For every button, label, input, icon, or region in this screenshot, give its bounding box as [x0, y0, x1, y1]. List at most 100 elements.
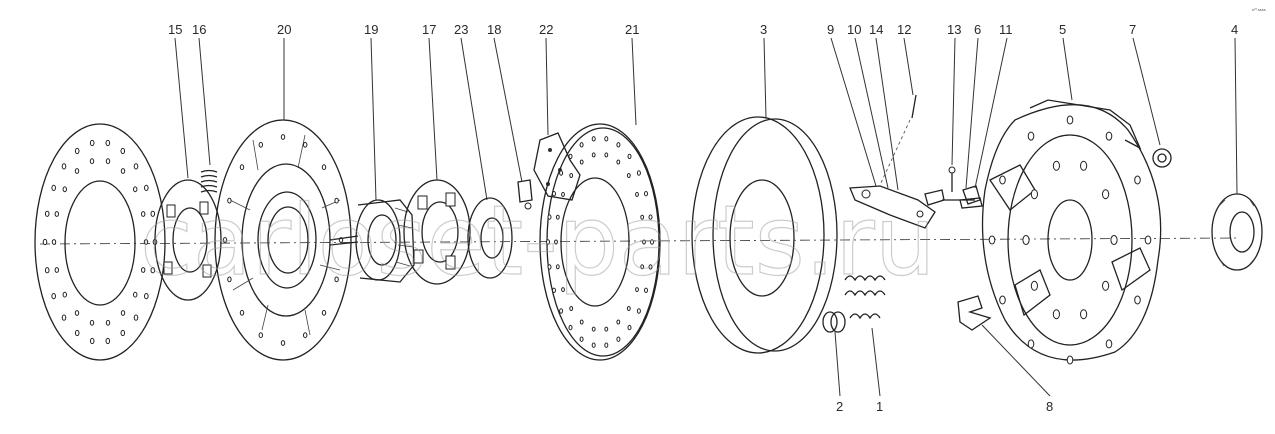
rivet-hole: [636, 308, 641, 314]
label-4: 4: [1231, 22, 1238, 37]
rivet-hole: [89, 319, 95, 326]
rivet-hole: [141, 211, 146, 217]
cover-hole: [1027, 131, 1035, 141]
rivet-hole: [591, 152, 596, 158]
rivet-hole: [334, 276, 339, 283]
leader-lines: [174, 37, 1238, 397]
rivet-hole: [74, 329, 80, 337]
rivet-hole: [334, 197, 339, 204]
rivet-hole: [568, 324, 573, 331]
rivet-hole: [105, 337, 111, 345]
rivet-hole: [51, 239, 57, 245]
cover-hole: [1066, 355, 1074, 365]
cover-hole: [999, 175, 1006, 185]
rivet-hole: [626, 306, 631, 311]
rivet-hole: [61, 314, 67, 321]
rivet-hole: [227, 197, 232, 204]
rivet-hole: [89, 158, 95, 165]
rivet-hole: [54, 267, 59, 273]
rivet-hole: [616, 336, 621, 342]
rivet-hole: [105, 319, 111, 326]
rivet-hole: [644, 287, 648, 293]
rivet-hole: [321, 309, 327, 316]
cover-hole: [1102, 189, 1110, 200]
rivet-hole: [321, 164, 327, 171]
rivet-hole: [105, 139, 111, 147]
rivet-hole: [44, 210, 50, 217]
rivet-hole: [616, 319, 621, 325]
cover-hole: [988, 235, 996, 245]
release-levers: [849, 94, 983, 229]
rivet-hole: [62, 186, 68, 193]
watermark: carloset-parts.ru: [140, 185, 936, 297]
cover-hole: [1144, 235, 1152, 245]
rivet-hole: [144, 293, 149, 300]
rivet-hole: [74, 147, 80, 155]
rivet-hole: [555, 214, 560, 220]
rivet-hole: [51, 184, 57, 191]
rivet-hole: [89, 139, 95, 147]
rivet-hole: [604, 342, 609, 348]
rivet-hole: [555, 264, 560, 270]
rivet-hole: [559, 170, 564, 176]
rivet-hole: [635, 287, 639, 293]
rivet-hole: [569, 306, 574, 311]
rivet-hole: [640, 214, 645, 220]
rivet-hole: [239, 309, 245, 316]
rivet-hole: [227, 276, 232, 283]
cover-hole: [1134, 295, 1141, 305]
damper-plate: [154, 179, 222, 301]
rivet-hole: [635, 191, 639, 197]
label-5: 5: [1059, 22, 1066, 37]
rivet-hole: [150, 210, 156, 217]
rivet-hole: [133, 291, 138, 298]
rivet-hole: [648, 264, 653, 270]
release-ring-4: [1211, 193, 1263, 271]
rivet-hole: [569, 173, 574, 178]
rivet-hole: [150, 267, 156, 274]
rivet-hole: [143, 239, 149, 245]
splined-hub-19: [329, 199, 415, 283]
label-18: 18: [487, 22, 501, 37]
cover-hole: [1110, 235, 1118, 245]
rivet-hole: [303, 332, 308, 339]
label-6: 6: [974, 22, 981, 37]
rivet-hole: [616, 142, 621, 148]
rivet-hole: [120, 310, 126, 316]
rivet-hole: [222, 237, 228, 243]
cover-hole: [1022, 235, 1030, 245]
rivet-hole: [258, 141, 263, 148]
rivet-hole: [120, 168, 126, 174]
label-3: 3: [760, 22, 767, 37]
center-axis: [39, 237, 1241, 245]
corner-mark: s²³ ssss: [1252, 7, 1266, 12]
rivet-hole: [591, 342, 596, 348]
label-12: 12: [897, 22, 911, 37]
part-labels: 15 16 20 19 17 23 18 22 21 3 9 10 14 12 …: [168, 22, 1238, 414]
rivet-hole: [89, 337, 95, 345]
damper-spring-16: [200, 169, 218, 193]
cover-hole: [1105, 339, 1113, 349]
rivet-hole: [616, 159, 621, 165]
rivet-hole: [640, 264, 645, 270]
rivet-hole: [579, 142, 584, 148]
label-19: 19: [364, 22, 378, 37]
rivet-hole: [133, 314, 139, 321]
label-15: 15: [168, 22, 182, 37]
rivet-hole: [627, 153, 632, 160]
rivet-hole: [144, 184, 149, 191]
cover-hole: [1080, 309, 1088, 320]
rivet-hole: [644, 191, 648, 197]
rivet-hole: [141, 267, 146, 273]
rivet-hole: [303, 141, 308, 148]
rivet-hole: [648, 214, 653, 220]
rivet-hole: [604, 136, 609, 142]
rivet-hole: [568, 153, 573, 160]
cover-hole: [999, 295, 1006, 305]
rivet-hole: [591, 326, 596, 332]
bolt-18: [517, 179, 533, 210]
cover-hole: [1030, 189, 1039, 200]
label-2: 2: [836, 399, 843, 414]
rivet-hole: [591, 136, 596, 142]
rivet-hole: [546, 239, 550, 245]
